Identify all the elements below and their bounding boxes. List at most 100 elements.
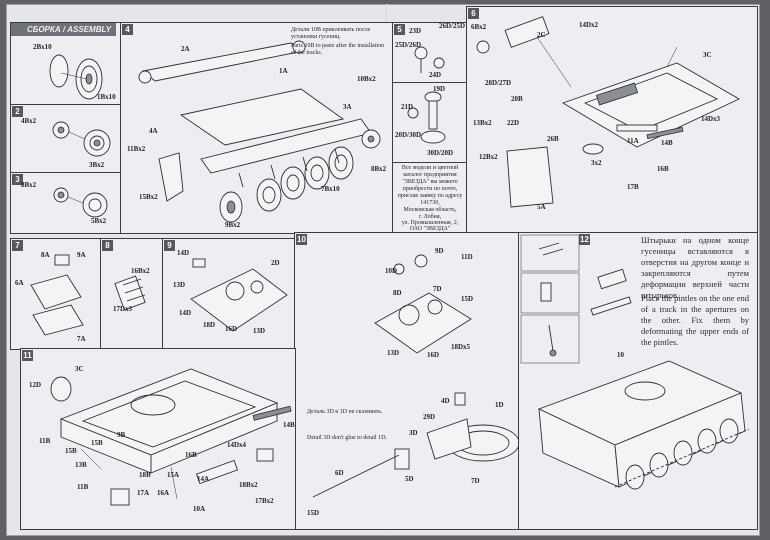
part-label: 1Вх10: [97, 93, 116, 101]
step-number: 2: [12, 106, 23, 117]
hatch-drawing: [30, 254, 84, 336]
panel-step-6: 6 6Вх2 2C 14Dх2 3C 28D/27D 20B 13Вх2 22D…: [466, 6, 758, 234]
step-number: 11: [22, 350, 33, 361]
part-label: 14D: [177, 249, 190, 257]
address-line: ул. Промышленная, 2,: [401, 220, 459, 226]
part-label: 8Вх2: [21, 181, 37, 189]
panel-step-11: 11 3C 12D 11B 15B 15B 13B 9B 18B 11B 16B…: [20, 348, 296, 530]
part-label: 11D: [461, 253, 473, 261]
part-label: 18D: [203, 321, 216, 329]
part-label: 2D: [271, 259, 280, 267]
step-number: 10: [296, 234, 307, 245]
step-number: 8: [102, 240, 113, 251]
part-label: 4Вх2: [21, 117, 37, 125]
track-pin-drawing: [520, 234, 750, 490]
address-panel: Все модели и цветной каталог предприятия…: [392, 162, 468, 234]
address-line: 141730,: [420, 200, 440, 206]
instruction-text-ru: Штырьки на одном конце гусеницы вставляю…: [641, 235, 749, 300]
part-label: 9D: [435, 247, 444, 255]
part-label: 4A: [149, 127, 158, 135]
running-gear-drawing: [138, 40, 381, 223]
part-label: 7Вх10: [321, 185, 340, 193]
part-label: 2A: [181, 45, 190, 53]
part-label: 15A: [167, 471, 180, 479]
part-label: 14Dх2: [579, 21, 599, 29]
part-label: 14D: [179, 309, 192, 317]
part-label: 9B: [117, 431, 126, 439]
part-label: 13D: [173, 281, 186, 289]
part-label: 10Вх2: [357, 75, 376, 83]
part-label: 11A: [627, 137, 639, 145]
turret-drawing: [190, 258, 288, 332]
panel-step-5: 5 23D 26D/25D 25D/26D 24D: [392, 22, 468, 84]
part-label: 16A: [157, 489, 170, 497]
part-label: 13Вх2: [473, 119, 492, 127]
part-label: 3C: [703, 51, 712, 59]
address-line: "ЗВЕЗДА" вы можете: [402, 179, 458, 185]
address-line: прислав заявку по адресу: [397, 193, 463, 199]
part-label: 14B: [283, 421, 295, 429]
part-label: 5D: [405, 475, 414, 483]
part-label: 29D: [423, 413, 436, 421]
step-number: 12: [579, 234, 590, 245]
part-label: 28D/27D: [485, 79, 512, 87]
part-label: 13D: [253, 327, 266, 335]
part-label: 17Dх3: [113, 305, 133, 313]
part-label: 17B: [627, 183, 639, 191]
hull-side-drawing: [50, 368, 292, 506]
address-line: Все модели и цветной: [401, 165, 459, 171]
panel-step-12: 12 10 Штырьки на одном конце гусеницы вс…: [518, 232, 758, 530]
part-label: 13D: [387, 349, 400, 357]
part-label: 23D: [409, 27, 422, 35]
part-label: 7D: [433, 285, 442, 293]
panel-step-2: 2 4Вх2 3Вх2: [10, 104, 122, 174]
part-label: 17A: [137, 489, 150, 497]
part-label: 16D: [225, 325, 238, 333]
part-label: 3х2: [591, 159, 602, 167]
hub-drawing: [53, 187, 108, 218]
part-label: 10A: [193, 505, 206, 513]
part-label: 20D/30D: [395, 131, 422, 139]
panel-step-8: 8 16Вх2 17Dх3: [100, 238, 164, 350]
hub-drawing: [52, 121, 111, 157]
part-label: 5Вх2: [91, 217, 107, 225]
part-label: 6Вх2: [471, 23, 487, 31]
part-label: 4D: [441, 397, 450, 405]
part-label: 6D: [335, 469, 344, 477]
panel-step-9: 9 14D 2D 13D 14D 18D 16D 13D: [162, 238, 296, 350]
part-label: 26B: [547, 135, 559, 143]
address-line: каталог предприятия: [403, 172, 457, 178]
part-label: 1D: [495, 401, 504, 409]
part-label: 14Dх3: [701, 115, 721, 123]
part-label: 24D: [429, 71, 442, 79]
part-label: 16B: [185, 451, 197, 459]
part-label: 2C: [537, 31, 546, 39]
part-label: 19D: [433, 85, 446, 93]
step-number: 7: [12, 240, 23, 251]
part-label: 25D/26D: [395, 41, 422, 49]
step-number: 5: [394, 24, 405, 35]
panel-step-10: 10 10D 9D 11D 8D 7D 15D 13D 16D 18Dх5 4D…: [294, 232, 520, 530]
part-label: 11Вх2: [127, 145, 146, 153]
bracket-drawing: [114, 275, 146, 311]
wheel-drawing: [49, 54, 103, 100]
section-header: СБОРКА / ASSEMBLY: [11, 23, 117, 36]
part-label: 7A: [77, 335, 86, 343]
panel-step-4: 4 2A 1A 3A 4A 11Вх2 15Вх2 10Вх: [120, 22, 394, 234]
part-label: 11B: [39, 437, 51, 445]
part-label: 14B: [661, 139, 673, 147]
part-label: 10D: [385, 267, 398, 275]
panel-step-7: 7 8A 9A 6A 7A: [10, 238, 102, 350]
address-line: приобрести по почте,: [402, 186, 458, 192]
step-number: 3: [12, 174, 23, 185]
part-label: 9Вх2: [225, 221, 241, 229]
address-line: г. Лобня,: [418, 214, 442, 220]
part-label: 15D: [307, 509, 320, 517]
part-label: 1A: [279, 67, 288, 75]
part-label: 5A: [537, 203, 546, 211]
part-label: 3A: [343, 103, 352, 111]
part-label: 16B: [657, 165, 669, 173]
part-label: 15B: [91, 439, 103, 447]
part-label: 15Вх2: [139, 193, 158, 201]
part-label: 3D: [409, 429, 418, 437]
